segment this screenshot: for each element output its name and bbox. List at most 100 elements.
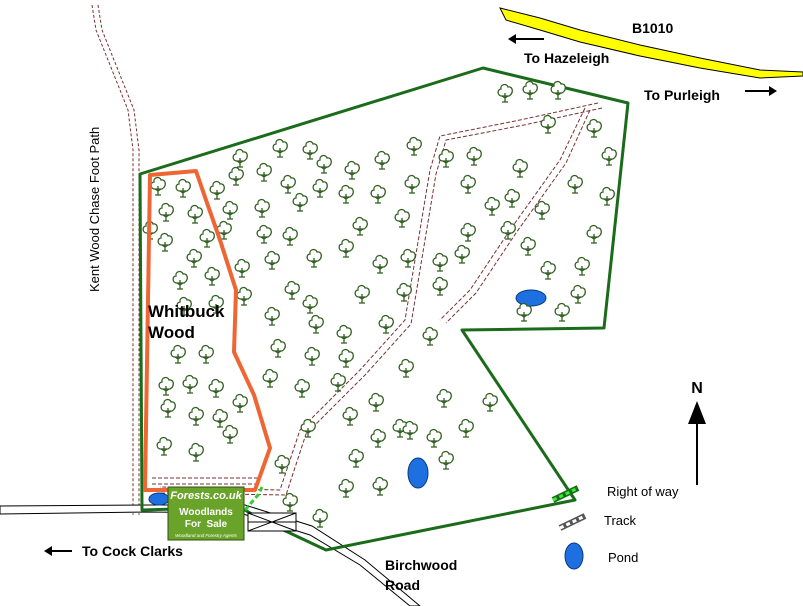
tree-icon — [282, 226, 298, 246]
tree-icon — [402, 420, 418, 440]
tree-icon — [368, 392, 384, 412]
tree-icon — [188, 442, 204, 462]
tree-icon — [466, 146, 482, 166]
tree-icon — [262, 368, 278, 388]
tree-icon — [540, 260, 556, 280]
trees-layer — [142, 80, 617, 528]
arrow-left-icon — [508, 34, 544, 44]
tree-icon — [394, 208, 410, 228]
tree-icon — [304, 346, 320, 366]
tree-icon — [540, 114, 556, 134]
tree-icon — [484, 196, 500, 216]
tree-icon — [270, 338, 286, 358]
tree-icon — [182, 374, 198, 394]
tree-icon — [175, 178, 191, 198]
tree-icon — [454, 244, 470, 264]
tree-icon — [308, 314, 324, 334]
tree-icon — [284, 280, 300, 300]
tree-icon — [282, 492, 298, 512]
tree-icon — [374, 150, 390, 170]
tree-icon — [370, 428, 386, 448]
wood-name-line2: Wood — [148, 323, 195, 342]
legend-item-pond: Pond — [564, 542, 638, 570]
tree-icon — [264, 306, 280, 326]
tree-icon — [254, 198, 270, 218]
tree-icon — [264, 250, 280, 270]
tree-icon — [198, 344, 214, 364]
tree-icon — [274, 454, 290, 474]
tree-icon — [344, 160, 360, 180]
sign-footer: Woodland and Forestry Agents — [175, 533, 238, 538]
tree-icon — [300, 418, 316, 438]
tree-icon — [554, 302, 570, 322]
tree-icon — [234, 258, 250, 278]
legend-item-track: Track — [558, 513, 637, 531]
tree-icon — [601, 146, 617, 166]
tree-icon — [378, 314, 394, 334]
tree-icon — [158, 376, 174, 396]
tree-icon — [312, 178, 328, 198]
tree-icon — [520, 236, 536, 256]
tree-icon — [316, 154, 332, 174]
tree-icon — [222, 424, 238, 444]
tree-icon — [400, 248, 416, 268]
b1010-label: B1010 — [632, 20, 673, 36]
tree-icon — [188, 406, 204, 426]
wood-name-line1: Whitbuck — [148, 302, 225, 321]
tree-icon — [160, 398, 176, 418]
tree-icon — [422, 326, 438, 346]
tree-icon — [158, 202, 174, 222]
tree-icon — [406, 136, 422, 156]
tree-icon — [426, 428, 442, 448]
tree-icon — [272, 138, 288, 158]
tree-icon — [330, 372, 346, 392]
tree-icon — [187, 204, 203, 224]
tree-icon — [404, 174, 420, 194]
tree-icon — [209, 180, 225, 200]
tree-icon — [150, 176, 166, 196]
sale-sign: Forests.co.uk Woodlands For Sale Woodlan… — [167, 486, 245, 541]
tree-icon — [338, 184, 354, 204]
tree-icon — [256, 162, 272, 182]
tree-icon — [294, 378, 310, 398]
b1010-road — [499, 7, 803, 79]
tree-icon — [432, 252, 448, 272]
sign-line2: For Sale — [185, 519, 228, 530]
tree-icon — [236, 286, 252, 306]
arrow-left-icon — [44, 546, 72, 556]
tree-icon — [516, 302, 532, 322]
tree-icon — [228, 166, 244, 186]
north-label: N — [691, 380, 703, 397]
tree-icon — [436, 388, 452, 408]
pond-west — [148, 492, 170, 506]
tree-icon — [208, 294, 224, 314]
tree-icon — [567, 174, 583, 194]
tree-icon — [570, 284, 586, 304]
to-cock-clarks-label: To Cock Clarks — [82, 543, 183, 559]
tree-icon — [336, 324, 352, 344]
tree-icon — [504, 188, 520, 208]
tree-icon — [280, 174, 296, 194]
legend: Right of way Track Pond — [551, 484, 679, 570]
tree-icon — [222, 200, 238, 220]
tree-icon — [396, 282, 412, 302]
tree-icon — [186, 248, 202, 268]
right-of-way-line — [243, 486, 264, 511]
tree-icon — [398, 358, 414, 378]
tree-icon — [338, 348, 354, 368]
tree-icon — [292, 192, 308, 212]
tree-icon — [156, 436, 172, 456]
tree-icon — [208, 378, 224, 398]
tree-icon — [302, 294, 318, 314]
tree-icon — [354, 284, 370, 304]
to-purleigh-label: To Purleigh — [644, 87, 720, 103]
tree-icon — [512, 158, 528, 178]
legend-item-right-of-way: Right of way — [551, 484, 679, 503]
tree-icon — [302, 140, 318, 160]
legend-label: Pond — [608, 550, 638, 565]
tree-icon — [482, 392, 498, 412]
tracks — [152, 102, 603, 496]
tree-icon — [438, 450, 454, 470]
tree-icon — [534, 200, 550, 220]
